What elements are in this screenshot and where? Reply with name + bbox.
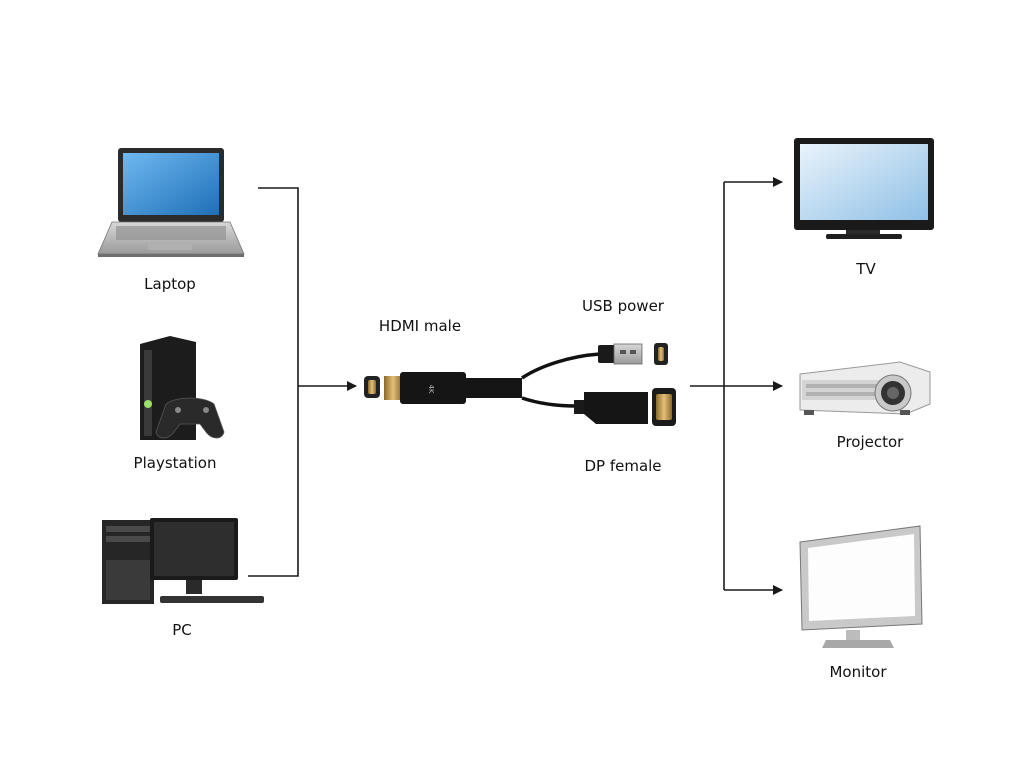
output-bracket-lines xyxy=(690,177,783,595)
pc-label: PC xyxy=(172,621,192,639)
usb-power-label: USB power xyxy=(582,297,664,315)
laptop-icon xyxy=(97,148,245,257)
dp-female-label: DP female xyxy=(584,457,662,475)
usb-power-connector-icon xyxy=(598,343,668,365)
dp-female-connector-icon xyxy=(574,388,676,426)
projector-icon xyxy=(799,361,931,415)
connector-print: 4K xyxy=(427,384,435,393)
laptop-line xyxy=(248,187,299,577)
hdmi-male-connector-icon xyxy=(364,372,522,404)
laptop-label: Laptop xyxy=(144,275,196,293)
usb-cable xyxy=(521,352,601,380)
dp-cable xyxy=(521,396,577,408)
projector-label: Projector xyxy=(836,433,904,451)
monitor-label: Monitor xyxy=(829,663,887,681)
tv-label: TV xyxy=(856,260,876,278)
source-bracket-lines xyxy=(248,187,357,577)
playstation-label: Playstation xyxy=(133,454,217,472)
hdmi-male-label: HDMI male xyxy=(378,317,462,335)
playstation-icon xyxy=(140,336,225,440)
tv-icon xyxy=(794,138,934,239)
cable-lines xyxy=(521,352,601,408)
monitor-icon xyxy=(799,525,923,648)
pc-icon xyxy=(102,518,264,604)
